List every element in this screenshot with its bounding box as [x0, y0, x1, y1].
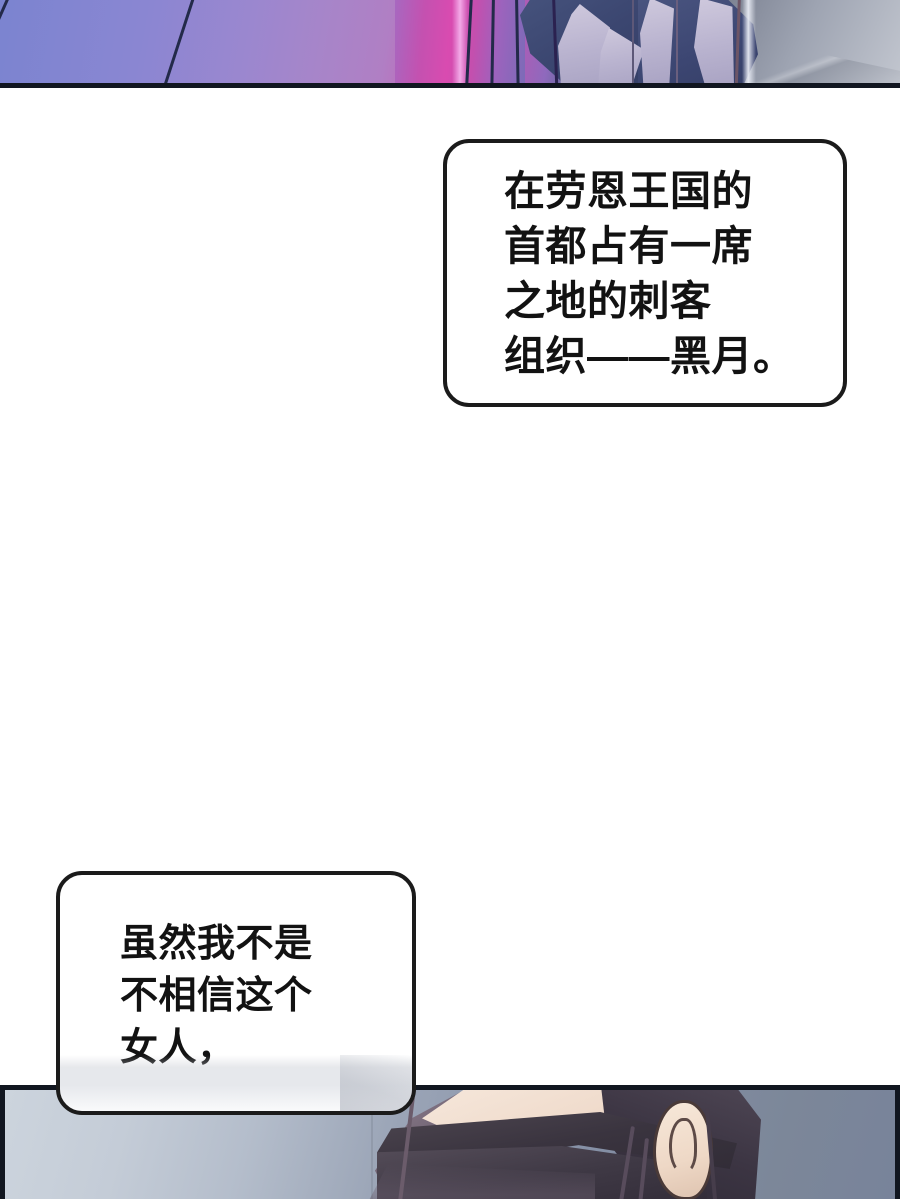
speech-bubble-thought: 虽然我不是 不相信这个 女人， — [56, 871, 416, 1115]
curtain-highlight — [452, 0, 468, 83]
speech-bubble-narration: 在劳恩王国的 首都占有一席 之地的刺客 组织——黑月。 — [443, 139, 847, 407]
bubble-corner-tint — [340, 1055, 412, 1111]
ear-inner-detail — [669, 1118, 697, 1174]
ink-line — [676, 0, 678, 83]
speech-bubble-thought-text: 虽然我不是 不相信这个 女人， — [120, 923, 313, 1069]
panel-bottom — [0, 1085, 900, 1199]
speech-bubble-narration-text: 在劳恩王国的 首都占有一席 之地的刺客 组织——黑月。 — [504, 168, 795, 379]
ink-line — [632, 0, 634, 83]
panel-top-artwork — [0, 0, 900, 83]
panel-bottom-artwork — [5, 1090, 895, 1199]
cloth-fold-shape — [694, 0, 734, 83]
panel-top — [0, 0, 900, 88]
figure-rim-light — [742, 0, 756, 83]
background-seam-line — [371, 1090, 373, 1199]
cloth-fold-shape — [640, 0, 674, 83]
